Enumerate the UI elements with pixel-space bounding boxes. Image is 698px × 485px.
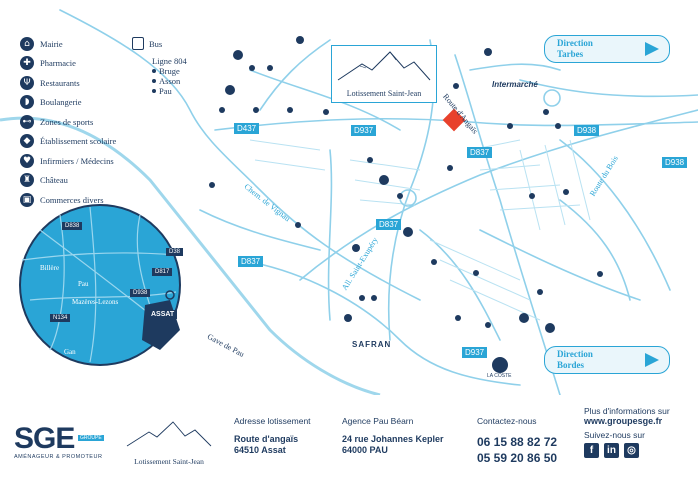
inset-town-label: Billère [40, 264, 60, 272]
shop-icon: ▣ [20, 192, 34, 207]
safran-label: SAFRAN [352, 340, 392, 349]
agency-line: 24 rue Johannes Kepler [342, 434, 444, 444]
inset-road-label: N134 [50, 314, 71, 322]
legend-label: Château [40, 175, 68, 186]
footer-logo-caption: Lotissement Saint-Jean [134, 457, 204, 466]
legend-label: Boulangerie [40, 97, 82, 108]
phone-link[interactable]: 05 59 20 86 50 [477, 451, 558, 465]
school-icon: ◆ [20, 134, 34, 149]
legend-label: Établissement scolaire [40, 136, 117, 147]
agency-block: Agence Pau Béarn 24 rue Johannes Kepler … [342, 416, 444, 456]
address-block: Adresse lotissement Route d'angaïs 64510… [234, 416, 311, 456]
intermarche-label: Intermarché [492, 80, 538, 89]
sports-icon: ⊷ [20, 114, 34, 129]
bus-stop: Asson [152, 76, 187, 86]
inset-road-label: D38 [166, 248, 184, 256]
map-logo: Lotissement Saint-Jean [331, 45, 437, 103]
more-info-block: Plus d'informations sur www.groupesge.fr… [584, 406, 670, 458]
website-link[interactable]: www.groupesge.fr [584, 416, 663, 426]
road-label: D837 [376, 219, 402, 230]
inset-town-label: Pau [78, 280, 89, 288]
inset-road-label: D838 [62, 222, 83, 230]
address-line: Route d'angaïs [234, 434, 299, 444]
map-legend: ⌂ Mairie ✚ Pharmacie Ψ Restaurants ◗ Boulang… [20, 34, 116, 210]
footer-project-logo: Lotissement Saint-Jean [123, 418, 215, 466]
direction-label: Direction [557, 349, 593, 359]
direction-tarbes-button[interactable]: Direction Tarbes [544, 35, 670, 63]
legend-item: ▣ Commerces divers [20, 190, 116, 210]
linkedin-icon[interactable]: in [604, 443, 619, 458]
castle-icon: ♜ [20, 173, 34, 188]
contact-block: Contactez-nous 06 15 88 82 72 05 59 20 8… [477, 416, 557, 466]
bus-icon [132, 37, 144, 50]
inset-town-label: Mazères-Lezons [72, 298, 119, 306]
sge-logo: SGE GROUPE AMÉNAGEUR & PROMOTEUR [14, 422, 104, 460]
la-coste-label: LA COSTE [487, 373, 512, 379]
follow-label: Suivez-nous sur [584, 430, 645, 440]
legend-label: Commerces divers [40, 194, 104, 205]
direction-label: Direction [557, 38, 593, 48]
bus-title: Bus [149, 38, 163, 49]
agency-heading: Agence Pau Béarn [342, 416, 414, 426]
pharmacy-icon: ✚ [20, 56, 34, 71]
address-heading: Adresse lotissement [234, 416, 311, 426]
legend-item: ◗ Boulangerie [20, 93, 116, 113]
road-label: D938 [662, 157, 688, 168]
direction-destination: Bordes [557, 360, 584, 370]
road-label: D837 [467, 147, 493, 158]
legend-label: Zones de sports [40, 116, 94, 127]
legend-item: Ψ Restaurants [20, 73, 116, 93]
restaurant-icon: Ψ [20, 75, 34, 90]
inset-town-label: Gan [64, 348, 76, 356]
direction-bordes-button[interactable]: Direction Bordes [544, 346, 670, 374]
road-label: D938 [574, 125, 600, 136]
mountain-icon [337, 51, 431, 81]
bus-info: Bus Ligne 804 Bruge Asson Pau [132, 37, 187, 96]
contact-heading: Contactez-nous [477, 416, 537, 426]
medical-icon: ♥ [20, 153, 34, 168]
poi-icons [209, 36, 603, 333]
legend-label: Mairie [40, 38, 63, 49]
mountain-icon [126, 421, 212, 447]
legend-label: Pharmacie [40, 58, 76, 69]
road-label: D937 [462, 347, 488, 358]
legend-item: ◆ Établissement scolaire [20, 132, 116, 152]
address-line: 64510 Assat [234, 445, 286, 455]
bus-stop: Bruge [152, 66, 187, 76]
sge-brand: SGE [14, 422, 75, 455]
road-label: D837 [238, 256, 264, 267]
sge-subtitle: AMÉNAGEUR & PROMOTEUR [14, 454, 103, 460]
map-area[interactable]: ⌂ Mairie ✚ Pharmacie Ψ Restaurants ◗ Boulang… [0, 0, 698, 397]
legend-item: ♥ Infirmiers / Médecins [20, 151, 116, 171]
phone-link[interactable]: 06 15 88 82 72 [477, 435, 558, 449]
agency-line: 64000 PAU [342, 445, 388, 455]
footer: SGE GROUPE AMÉNAGEUR & PROMOTEUR Lotisse… [0, 400, 698, 485]
bus-stop: Pau [152, 86, 187, 96]
inset-target-label: ASSAT [148, 310, 178, 319]
sge-tag: GROUPE [78, 435, 104, 441]
legend-label: Restaurants [40, 77, 80, 88]
town-hall-icon: ⌂ [20, 36, 34, 51]
legend-item: ♜ Château [20, 171, 116, 191]
bakery-icon: ◗ [20, 95, 34, 110]
lotissement-marker-icon[interactable] [442, 108, 466, 132]
facebook-icon[interactable]: f [584, 443, 599, 458]
instagram-icon[interactable]: ◎ [624, 443, 639, 458]
map-logo-caption: Lotissement Saint-Jean [346, 89, 422, 98]
road-label: D437 [234, 123, 260, 134]
legend-label: Infirmiers / Médecins [40, 155, 114, 166]
bus-line: Ligne 804 [152, 56, 187, 66]
inset-pin-icon [165, 290, 175, 300]
arrow-right-icon [645, 353, 659, 367]
legend-item: ⊷ Zones de sports [20, 112, 116, 132]
road-label: D937 [351, 125, 377, 136]
inset-road-label: D938 [130, 289, 151, 297]
legend-item: ✚ Pharmacie [20, 54, 116, 74]
legend-item: ⌂ Mairie [20, 34, 116, 54]
la-coste-icon [492, 357, 508, 373]
direction-destination: Tarbes [557, 49, 584, 59]
inset-road-label: D817 [152, 268, 173, 276]
more-info-label: Plus d'informations sur [584, 406, 670, 416]
arrow-right-icon [645, 42, 659, 56]
